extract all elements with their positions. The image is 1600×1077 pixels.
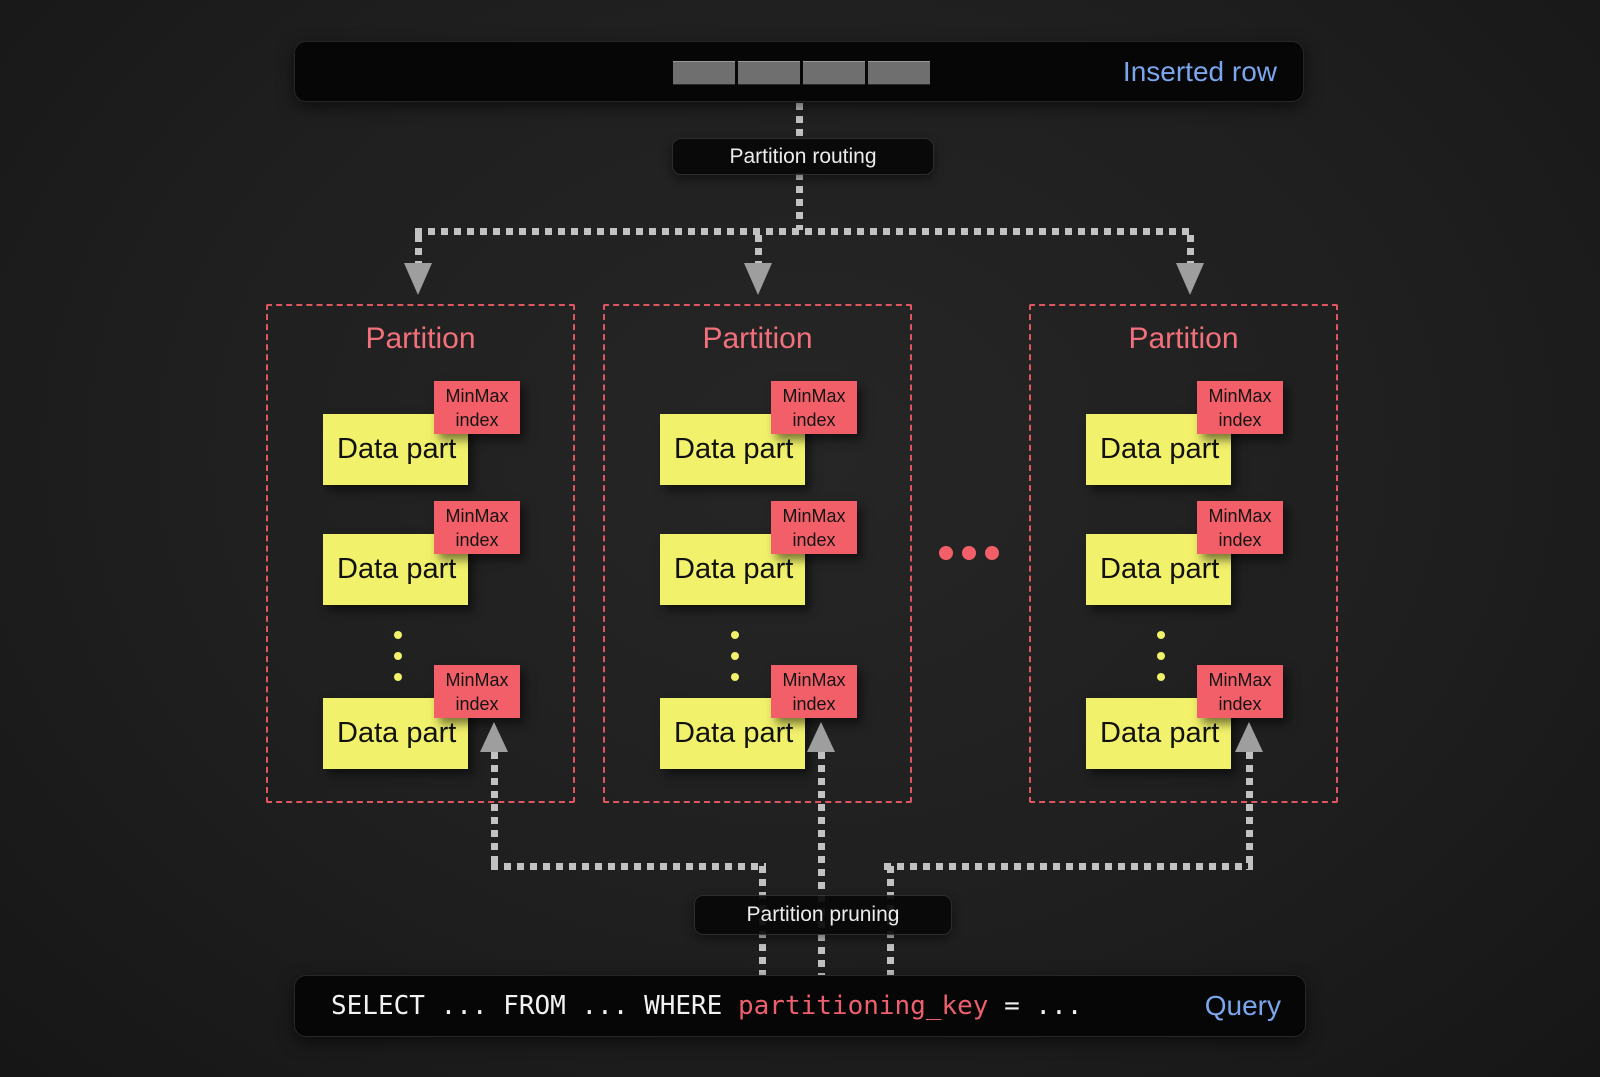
- pruning-line-right-horizontal: [884, 863, 1253, 870]
- row-cell: [738, 61, 800, 85]
- arrow-up-icon: [807, 722, 835, 752]
- ellipsis-dots-vertical: [1157, 631, 1165, 694]
- row-cell: [673, 61, 735, 85]
- inserted-row-cells: [673, 61, 930, 85]
- data-part-box: Data part: [1086, 414, 1231, 485]
- sql-statement: SELECT ... FROM ... WHERE partitioning_k…: [331, 976, 1082, 1036]
- minmax-index-tag: MinMax index: [1197, 665, 1283, 718]
- minmax-index-tag: MinMax index: [1197, 501, 1283, 554]
- routing-drop-line-1: [415, 235, 422, 263]
- ellipsis-dots-horizontal: [939, 546, 999, 560]
- arrow-down-icon: [1176, 263, 1204, 295]
- arrow-up-icon: [480, 722, 508, 752]
- partition-box-2: Partition MinMax index Data part MinMax …: [603, 304, 912, 803]
- minmax-index-tag: MinMax index: [434, 665, 520, 718]
- partition-box-3: Partition MinMax index Data part MinMax …: [1029, 304, 1338, 803]
- routing-drop-line-2: [755, 235, 762, 263]
- ellipsis-dots-vertical: [731, 631, 739, 694]
- partition-title: Partition: [365, 322, 476, 355]
- routing-line-top: [796, 90, 803, 138]
- query-label: Query: [1204, 990, 1281, 1021]
- ellipsis-dots-vertical: [394, 631, 402, 694]
- partition-routing-label: Partition routing: [672, 138, 934, 175]
- partition-pruning-text: Partition pruning: [746, 903, 900, 926]
- minmax-index-tag: MinMax index: [771, 501, 857, 554]
- arrow-up-icon: [1235, 722, 1263, 752]
- arrow-down-icon: [404, 263, 432, 295]
- partition-title: Partition: [702, 322, 813, 355]
- partition-routing-text: Partition routing: [729, 144, 877, 168]
- minmax-index-tag: MinMax index: [771, 381, 857, 434]
- pruning-line-right-vertical: [1246, 752, 1253, 870]
- query-panel: SELECT ... FROM ... WHERE partitioning_k…: [294, 975, 1306, 1037]
- sql-partitioning-key: partitioning_key: [738, 991, 989, 1021]
- partition-title: Partition: [1128, 322, 1239, 355]
- routing-fanout-line: [415, 228, 1194, 235]
- sql-after-key: = ...: [988, 991, 1083, 1021]
- inserted-row-panel: Inserted row: [294, 41, 1304, 102]
- routing-line-mid: [796, 173, 803, 230]
- minmax-index-tag: MinMax index: [434, 381, 520, 434]
- pruning-line-left-vertical: [491, 752, 498, 870]
- inserted-row-label: Inserted row: [1122, 55, 1277, 87]
- routing-drop-line-3: [1187, 235, 1194, 263]
- minmax-index-tag: MinMax index: [771, 665, 857, 718]
- partition-box-1: Partition MinMax index Data part MinMax …: [266, 304, 575, 803]
- minmax-index-tag: MinMax index: [1197, 381, 1283, 434]
- pruning-line-center-vertical: [818, 752, 825, 975]
- minmax-index-tag: MinMax index: [434, 501, 520, 554]
- pruning-line-left-horizontal: [491, 863, 766, 870]
- partition-pruning-label: Partition pruning: [694, 895, 952, 935]
- arrow-down-icon: [744, 263, 772, 295]
- row-cell: [803, 61, 865, 85]
- row-cell: [868, 61, 930, 85]
- sql-before-key: SELECT ... FROM ... WHERE: [331, 991, 738, 1021]
